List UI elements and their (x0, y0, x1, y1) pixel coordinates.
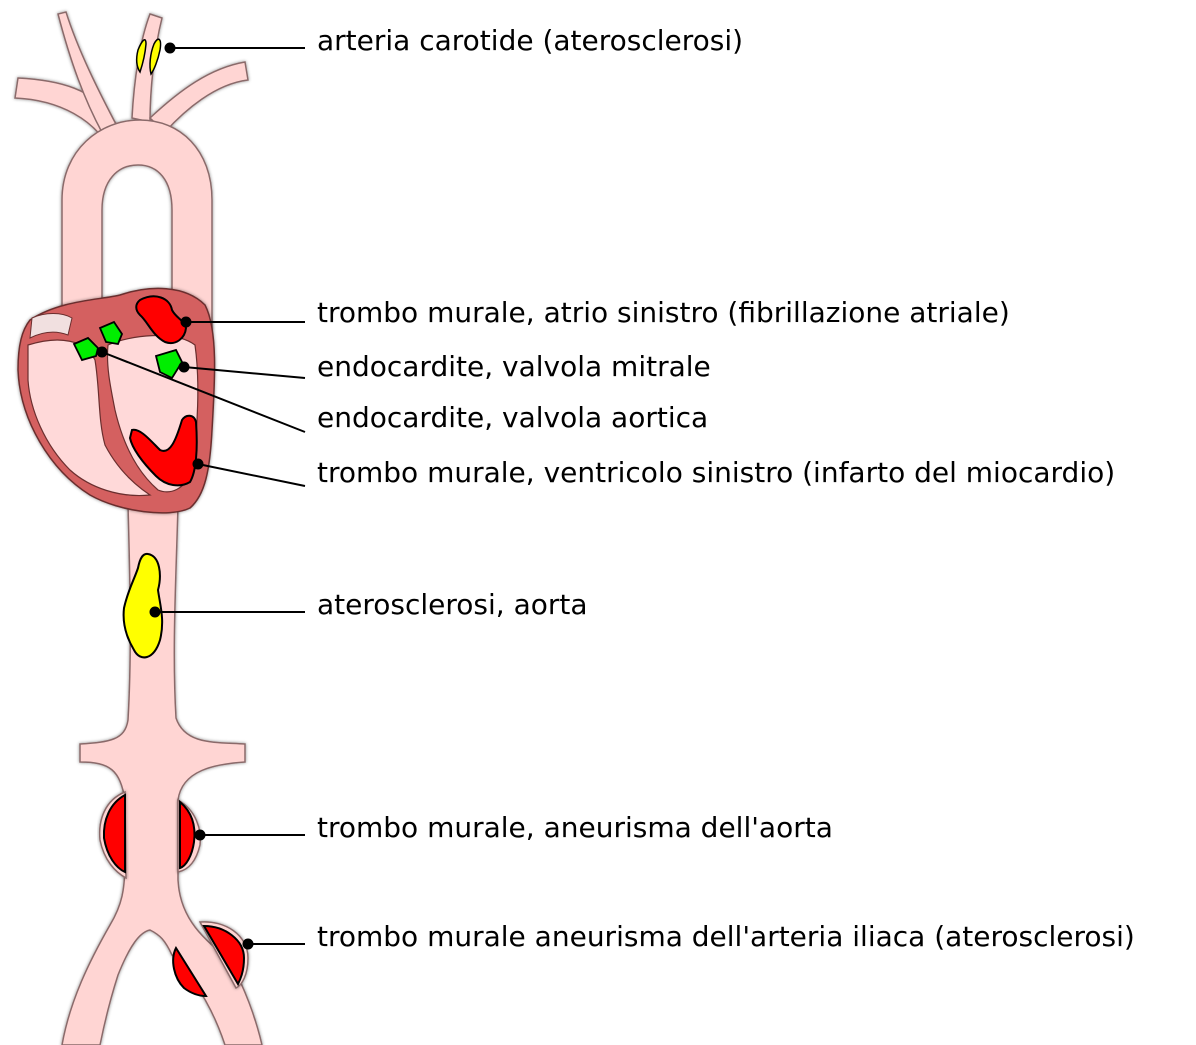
leader-line-left-ventricle (198, 464, 305, 486)
leader-dot-aortic-aneurysm (196, 831, 205, 840)
label-aortic-aneurysm: trombo murale, aneurisma dell'aorta (317, 811, 833, 844)
leader-dot-iliac-aneurysm (244, 940, 253, 949)
label-left-atrium: trombo murale, atrio sinistro (fibrillaz… (317, 296, 1010, 329)
label-aorta-plaque: aterosclerosi, aorta (317, 588, 588, 621)
arterial-tree (15, 12, 262, 1045)
leader-dot-left-atrium (182, 318, 191, 327)
label-mitral: endocardite, valvola mitrale (317, 350, 711, 383)
left-carotid-artery (132, 14, 162, 122)
leader-dot-aorta-plaque (151, 608, 160, 617)
leader-dot-aortic-valve (98, 348, 107, 357)
leader-dot-mitral (180, 363, 189, 372)
label-carotid: arteria carotide (aterosclerosi) (317, 24, 743, 57)
label-left-ventricle: trombo murale, ventricolo sinistro (infa… (317, 456, 1115, 489)
leader-dot-left-ventricle (194, 460, 203, 469)
label-iliac-aneurysm: trombo murale aneurisma dell'arteria ili… (317, 920, 1135, 953)
label-aortic-valve: endocardite, valvola aortica (317, 401, 708, 434)
left-subclavian-artery (150, 62, 248, 132)
labels: arteria carotide (aterosclerosi) trombo … (317, 24, 1135, 953)
leader-dot-carotid (166, 44, 175, 53)
